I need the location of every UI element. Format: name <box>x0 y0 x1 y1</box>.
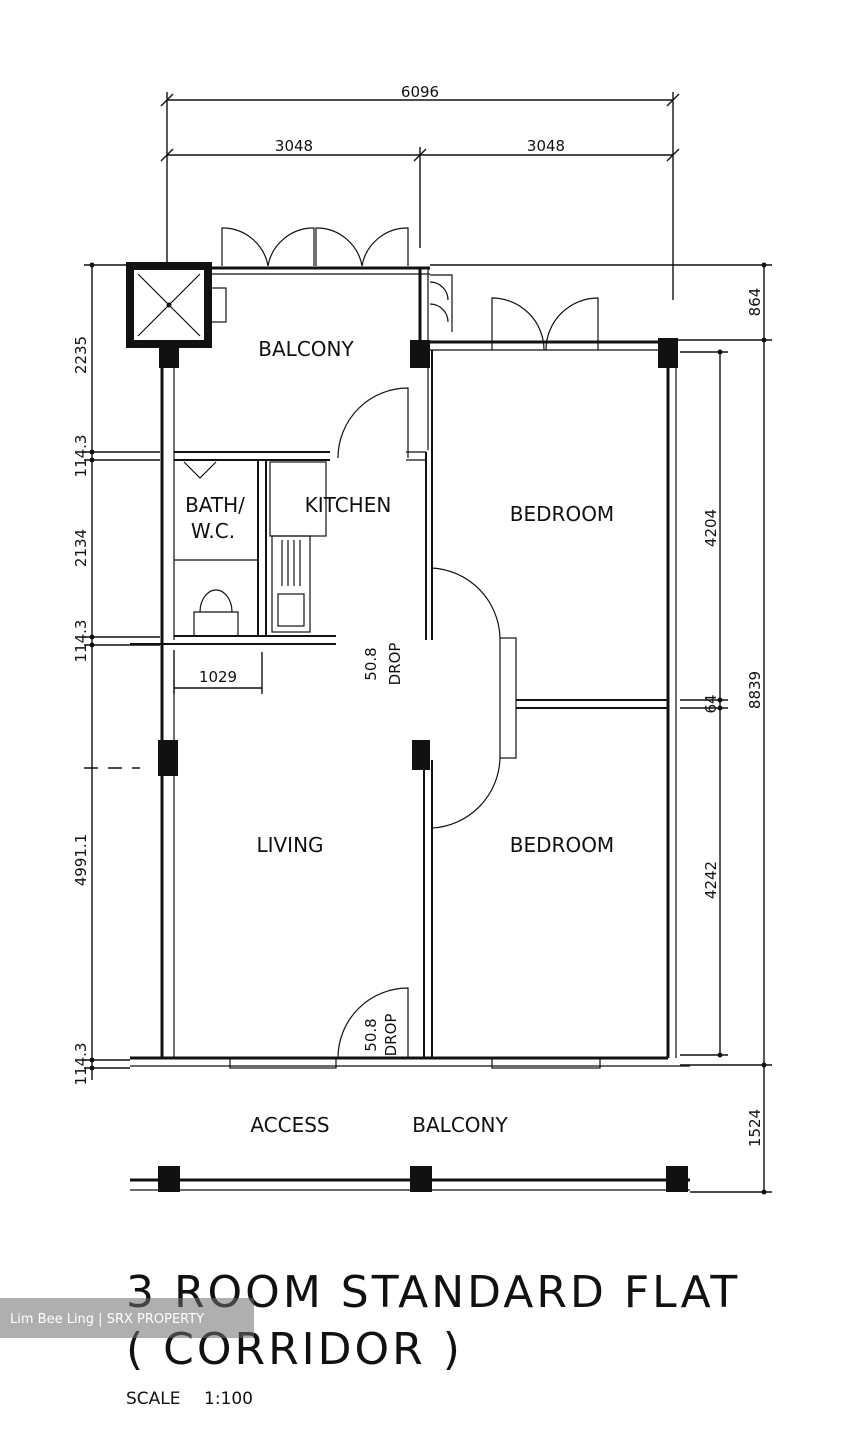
drop-living-word: DROP <box>382 1014 400 1057</box>
watermark-text: Lim Bee Ling | SRX PROPERTY <box>10 1312 204 1327</box>
scale-value: 1:100 <box>204 1389 253 1409</box>
room-balcony-top: BALCONY <box>258 337 354 361</box>
dim-bedroom-bottom-depth: 4242 <box>702 861 720 899</box>
dim-bedroom-top-depth: 4204 <box>702 509 720 547</box>
right-dimensions: 864 4204 64 4242 8839 1524 <box>430 262 772 1195</box>
dim-bath-depth: 2134 <box>72 529 90 567</box>
dim-left-width: 3048 <box>275 137 313 155</box>
dim-living-depth: 4991.1 <box>72 834 90 887</box>
dim-wall-1: 114.3 <box>72 435 90 478</box>
dim-top-right: 864 <box>746 288 764 317</box>
walls <box>130 227 690 1191</box>
dim-wall-3: 114.3 <box>72 1043 90 1086</box>
left-dimensions: 2235 114.3 2134 114.3 4991.1 114.3 <box>72 262 160 1086</box>
room-bath-line1: BATH/ <box>185 493 245 517</box>
dim-total-width: 6096 <box>401 83 439 101</box>
drop-kitchen-value: 50.8 <box>362 647 380 680</box>
room-bedroom-bottom: BEDROOM <box>510 833 614 857</box>
room-living: LIVING <box>256 833 323 857</box>
dim-right-width: 3048 <box>527 137 565 155</box>
top-dimensions: 6096 3048 3048 <box>160 83 680 300</box>
room-labels: BALCONY BATH/ W.C. KITCHEN BEDROOM BEDRO… <box>185 337 614 1137</box>
drop-living-value: 50.8 <box>362 1018 380 1051</box>
service-shaft <box>126 262 227 348</box>
dim-overall-depth: 8839 <box>746 671 764 709</box>
room-balcony-bottom: BALCONY <box>412 1113 508 1137</box>
dim-wall-2: 114.3 <box>72 620 90 663</box>
balcony-window-doors <box>221 227 409 267</box>
watermark: Lim Bee Ling | SRX PROPERTY <box>0 1298 254 1338</box>
dim-store-width: 1029 <box>199 668 237 686</box>
dim-balcony-depth: 2235 <box>72 336 90 374</box>
room-bath-line2: W.C. <box>191 519 235 543</box>
room-access: ACCESS <box>250 1113 329 1137</box>
dim-bedroom-wall: 64 <box>702 694 720 713</box>
drop-notes: 50.8 DROP 50.8 DROP <box>362 643 404 1057</box>
room-bedroom-top: BEDROOM <box>510 502 614 526</box>
dim-corridor-depth: 1524 <box>746 1109 764 1147</box>
structural-columns <box>158 338 688 1192</box>
scale-label: SCALE <box>126 1389 181 1409</box>
room-kitchen: KITCHEN <box>305 493 392 517</box>
drop-kitchen-word: DROP <box>386 643 404 686</box>
